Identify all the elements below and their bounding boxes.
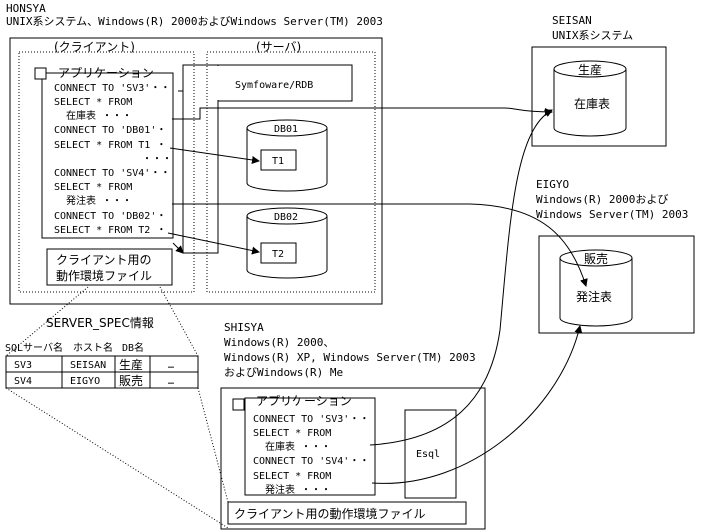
client-to-engine-arrow bbox=[172, 242, 184, 254]
eigyo-name: EIGYO bbox=[536, 178, 569, 191]
env-file-line2: 動作環境ファイル bbox=[56, 268, 152, 283]
t2-arrow bbox=[167, 232, 260, 255]
server-spec-header-db: DB名 bbox=[122, 341, 144, 354]
honsya-to-eigyo-arrow bbox=[172, 203, 588, 287]
seisan-name: SEISAN bbox=[552, 14, 592, 27]
rdb-engine-box bbox=[182, 64, 219, 254]
code-line: CONNECT TO 'SV4'・・ bbox=[253, 456, 369, 467]
honsya-application-box bbox=[41, 72, 174, 239]
seisan-table-label: 在庫表 bbox=[574, 97, 610, 111]
seisan-description: UNIX系システム bbox=[552, 29, 633, 42]
spec-row1-db: 生産 bbox=[119, 357, 143, 372]
code-line: SELECT * FROM bbox=[253, 471, 331, 482]
eigyo-box bbox=[538, 235, 695, 334]
shisya-to-eigyo-arrow bbox=[371, 325, 583, 484]
application-icon bbox=[232, 398, 245, 411]
t1-label: T1 bbox=[272, 156, 284, 167]
spec-link-line bbox=[159, 286, 199, 357]
spec-row2-sqlserver: SV4 bbox=[14, 376, 32, 387]
db02-label: DB02 bbox=[274, 212, 298, 223]
spec-row1-host: SEISAN bbox=[70, 360, 106, 371]
server-spec-header-host: ホスト名 bbox=[73, 341, 113, 354]
env-file-line1: クライアント用の bbox=[56, 253, 152, 267]
application-icon bbox=[34, 67, 47, 80]
shisya-app-title: アプリケーション bbox=[256, 394, 352, 408]
code-line: 在庫表 ・・・ bbox=[66, 109, 132, 122]
shisya-to-seisan-arrow bbox=[369, 109, 553, 446]
client-box bbox=[18, 51, 195, 293]
code-line: SELECT * FROM T1 ・ bbox=[54, 140, 166, 151]
code-line: SELECT * FROM bbox=[54, 182, 132, 193]
db01-label: DB01 bbox=[274, 124, 298, 135]
esql-label: Esql bbox=[416, 449, 440, 460]
code-line: 発注表 ・・・ bbox=[66, 194, 132, 207]
honsya-code-lines: CONNECT TO 'SV3'・・ SELECT * FROM 在庫表 ・・・… bbox=[54, 83, 172, 236]
esql-box bbox=[404, 409, 457, 499]
honsya-to-seisan-arrow bbox=[172, 107, 553, 120]
server-spec-title: SERVER_SPEC情報 bbox=[46, 316, 154, 330]
server-box bbox=[206, 51, 376, 293]
shisya-application-box bbox=[244, 397, 376, 496]
shisya-env-file bbox=[227, 501, 467, 525]
shisya-description-line3: およびWindows(R) Me bbox=[224, 366, 343, 379]
code-line: SELECT * FROM bbox=[54, 97, 132, 108]
shisya-env-file-label: クライアント用の動作環境ファイル bbox=[234, 506, 426, 521]
code-line: CONNECT TO 'SV3'・・ bbox=[54, 83, 170, 94]
eigyo-db-cylinder bbox=[559, 249, 633, 327]
seisan-db-label: 生産 bbox=[578, 62, 602, 77]
t1-table bbox=[260, 149, 297, 171]
honsya-box bbox=[9, 37, 383, 305]
honsya-name: HONSYA bbox=[6, 2, 46, 15]
code-line: CONNECT TO 'SV4'・・ bbox=[54, 168, 170, 179]
code-line: SELECT * FROM T2 ・ bbox=[54, 225, 166, 236]
eigyo-description-line1: Windows(R) 2000および bbox=[536, 193, 668, 206]
client-label: (クライアント) bbox=[54, 40, 135, 54]
spec-row2-more: … bbox=[168, 376, 174, 387]
code-line: SELECT * FROM bbox=[253, 428, 331, 439]
shisya-description-line2: Windows(R) XP, Windows Server(TM) 2003 bbox=[224, 351, 476, 364]
spec-row2-host: EIGYO bbox=[70, 376, 100, 387]
eigyo-description-line2: Windows Server(TM) 2003 bbox=[536, 208, 688, 221]
spec-link-line bbox=[197, 387, 229, 503]
code-line: ・・・ bbox=[142, 154, 172, 165]
spec-row1-sqlserver: SV3 bbox=[14, 360, 32, 371]
t1-arrow bbox=[169, 147, 260, 164]
spec-row1-more: … bbox=[168, 360, 174, 371]
shisya-description-line1: Windows(R) 2000、 bbox=[224, 336, 334, 349]
code-line: CONNECT TO 'DB02'・ bbox=[54, 211, 166, 222]
server-spec-header-sqlserver: SQLサーバ名 bbox=[5, 341, 63, 354]
server-spec-table bbox=[5, 355, 199, 389]
seisan-box bbox=[531, 46, 667, 147]
eigyo-table-label: 発注表 bbox=[576, 289, 612, 304]
eigyo-db-label: 販売 bbox=[584, 251, 608, 266]
seisan-db-cylinder bbox=[553, 60, 627, 137]
code-line: 在庫表 ・・・ bbox=[265, 440, 331, 453]
honsya-env-file bbox=[46, 248, 173, 286]
code-line: 発注表 ・・・ bbox=[265, 483, 331, 496]
shisya-box bbox=[220, 387, 486, 530]
t2-label: T2 bbox=[272, 249, 284, 260]
honsya-app-title: アプリケーション bbox=[58, 66, 154, 80]
shisya-code-lines: CONNECT TO 'SV3'・・ SELECT * FROM 在庫表 ・・・… bbox=[253, 414, 369, 496]
rdb-label: Symfoware/RDB bbox=[235, 80, 313, 91]
code-line: CONNECT TO 'SV3'・・ bbox=[253, 414, 369, 425]
spec-link-line bbox=[5, 387, 229, 529]
server-label: (サーバ) bbox=[256, 40, 301, 54]
code-line: CONNECT TO 'DB01'・ bbox=[54, 125, 166, 136]
shisya-name: SHISYA bbox=[224, 321, 264, 334]
t2-table bbox=[260, 242, 297, 264]
honsya-description: UNIX系システム、Windows(R) 2000およびWindows Serv… bbox=[6, 15, 383, 28]
spec-row2-db: 販売 bbox=[119, 373, 143, 388]
